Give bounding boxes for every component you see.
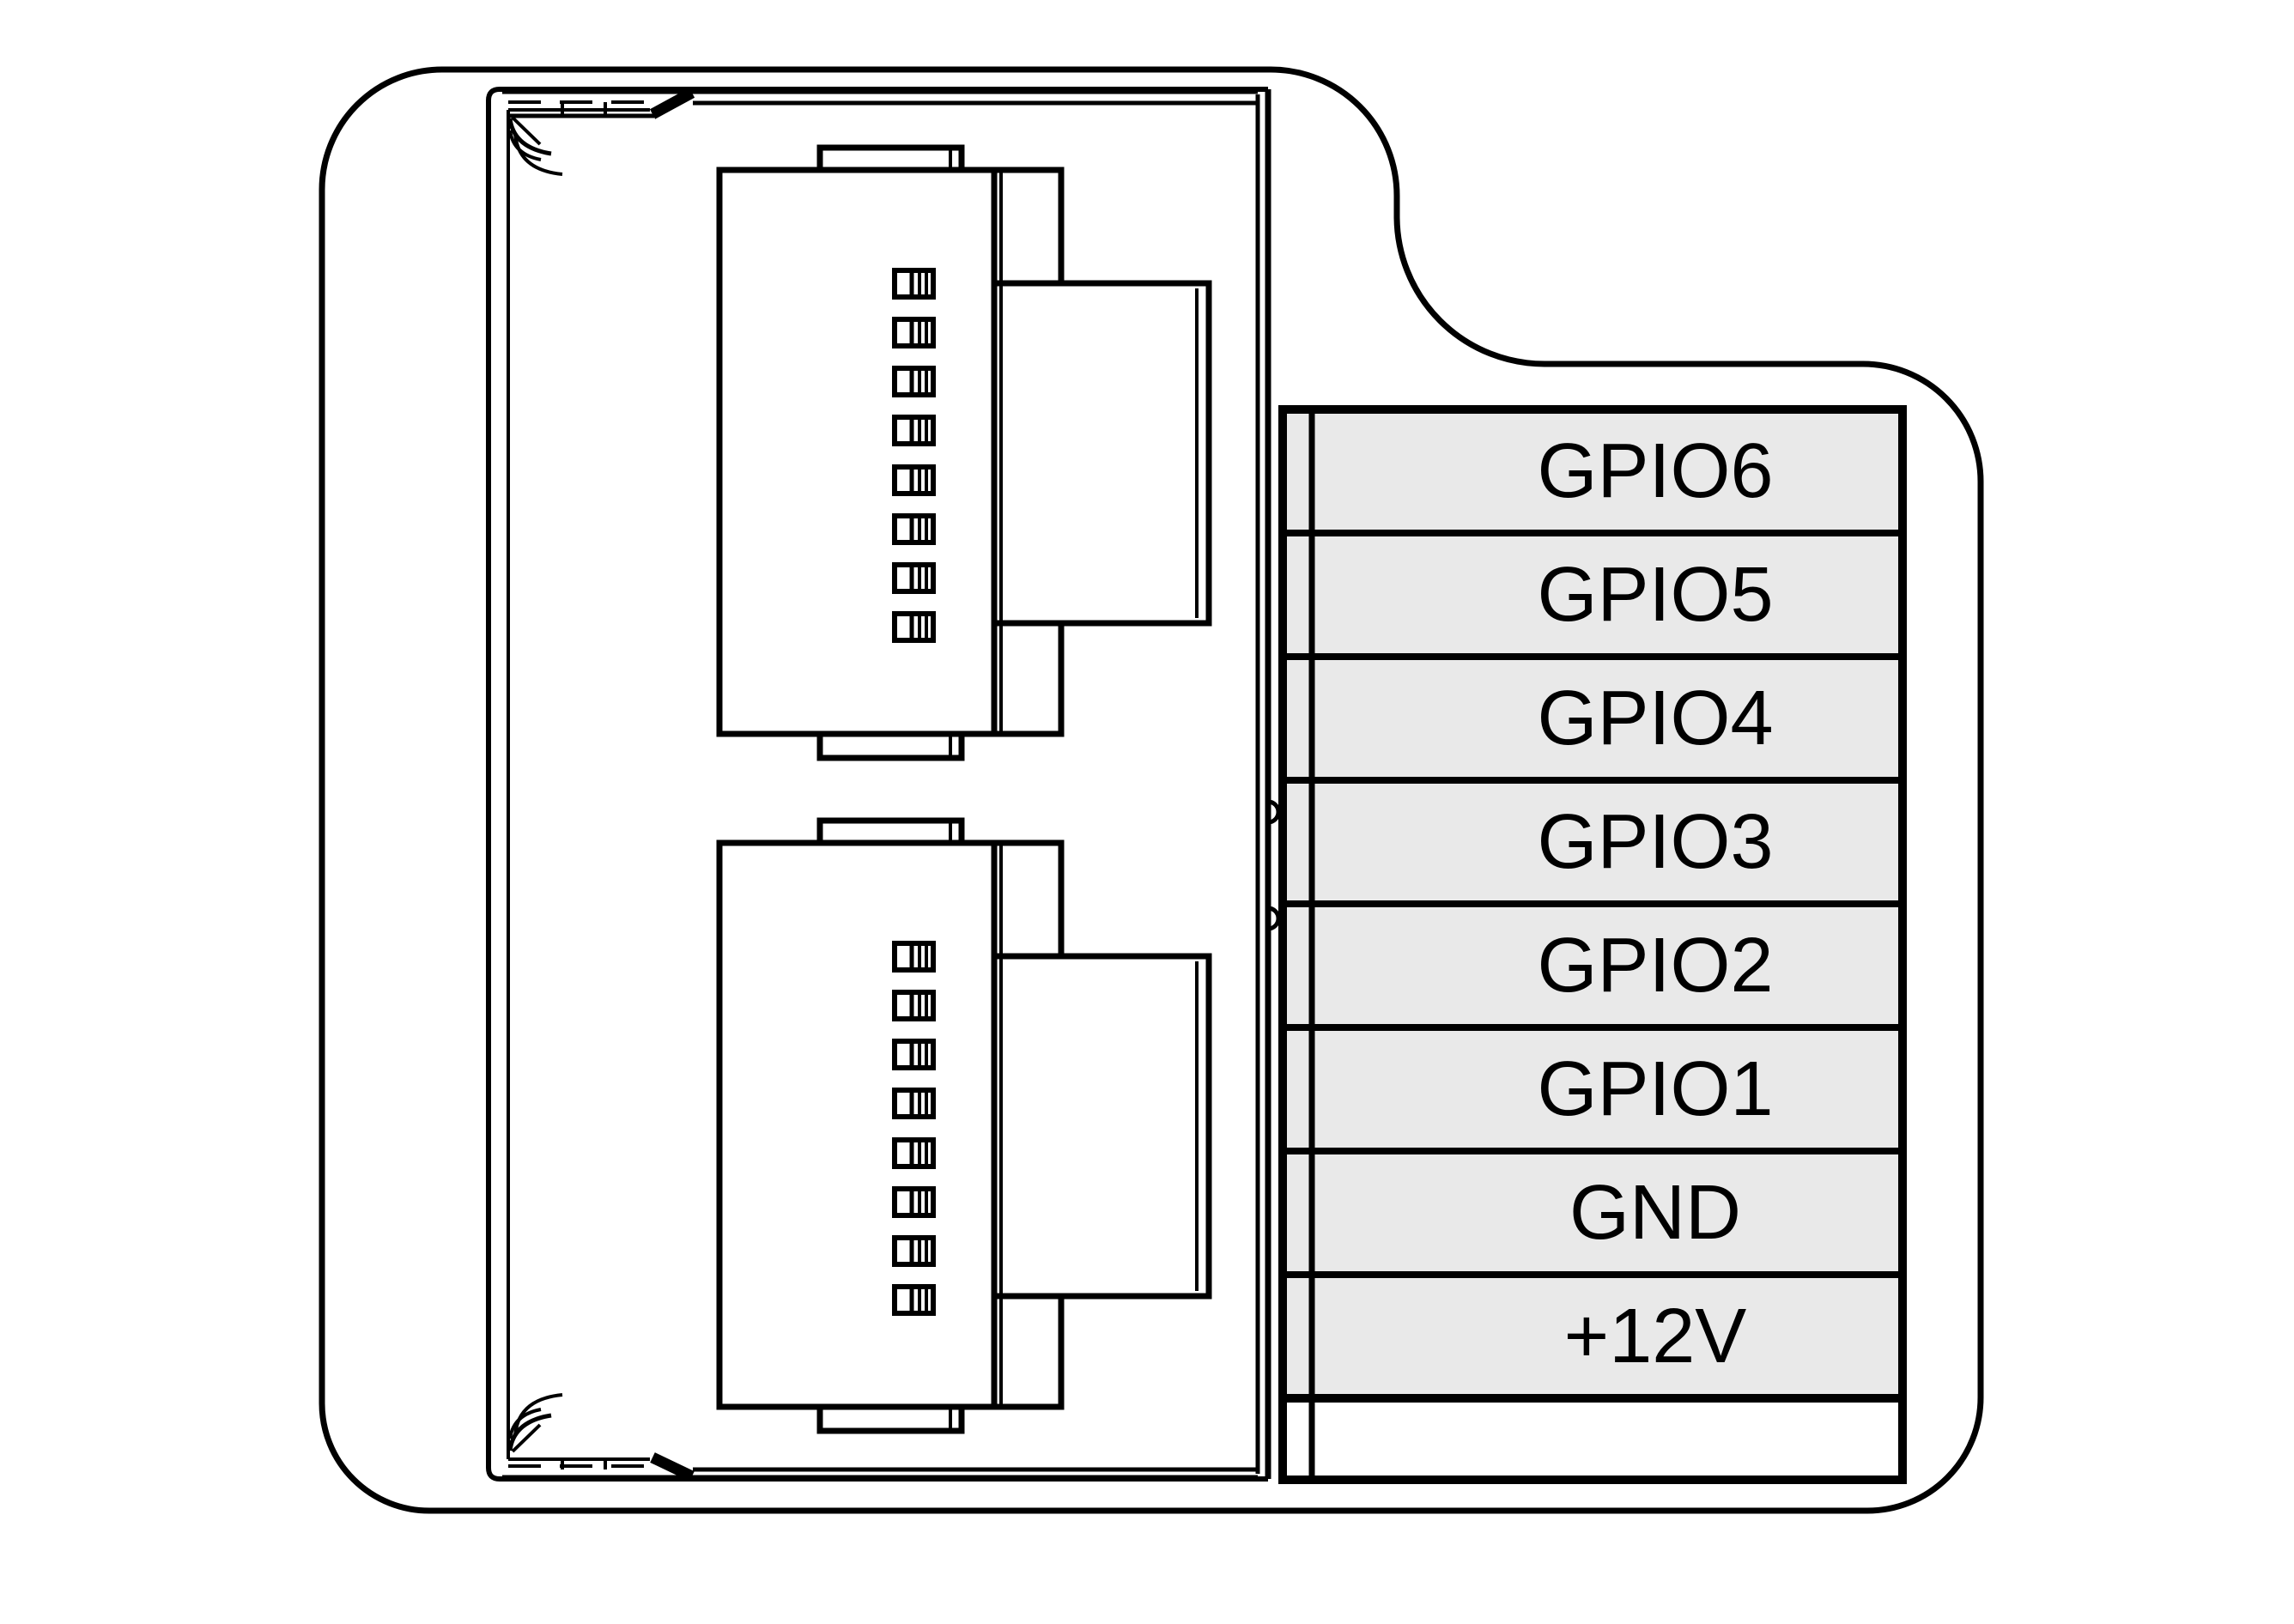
panel-top-rail [502,88,1258,119]
top-rail-ticks [561,102,607,114]
panel-outer-edge [486,87,1268,1482]
panel-bottom-rail [502,1452,1258,1482]
top-rail-jog [649,88,695,119]
pin-label: GPIO2 [1537,923,1773,1009]
gusset-arc [513,1393,563,1437]
gusset-arc [507,1413,552,1451]
gusset-diagonal [511,116,542,146]
panel-corner-gussets [507,116,563,1453]
pin-label: GPIO6 [1537,428,1773,514]
pin-label: GPIO5 [1537,552,1773,638]
pin-label: GND [1569,1170,1741,1256]
gusset-arc [507,118,552,156]
bottom-rail-jog [650,1452,695,1482]
faceplate-panel [486,87,1281,1482]
pin-label: GPIO4 [1537,676,1773,761]
pin-label: GPIO1 [1537,1046,1773,1132]
pin-label: +12V [1564,1294,1747,1379]
pin-table-border [1278,405,1907,1484]
gusset-arc [513,132,563,176]
pin-label: GPIO3 [1537,799,1773,885]
gusset-diagonal [511,1423,542,1453]
bottom-rail-ticks [561,1459,607,1469]
